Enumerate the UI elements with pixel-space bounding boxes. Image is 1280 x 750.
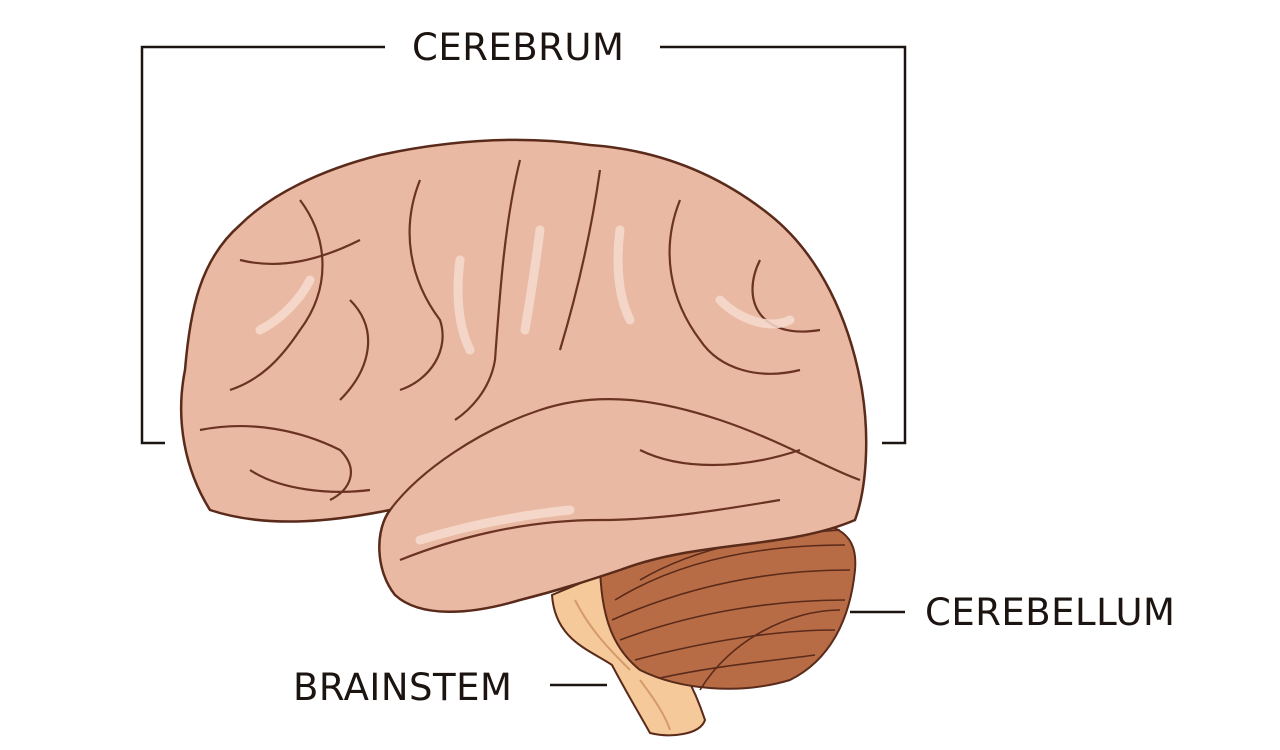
- cerebrum-bracket-left: [140, 45, 385, 445]
- cerebrum-label: CEREBRUM: [412, 26, 625, 69]
- cerebrum-bracket-right: [660, 45, 907, 445]
- cerebellum-folia: [611, 529, 851, 691]
- cerebellum-label: CEREBELLUM: [925, 591, 1176, 634]
- brainstem-label: BRAINSTEM: [293, 666, 513, 709]
- cerebrum-sulci: [199, 159, 861, 562]
- cerebrum: [179, 138, 868, 613]
- cerebrum-highlights: [255, 225, 795, 545]
